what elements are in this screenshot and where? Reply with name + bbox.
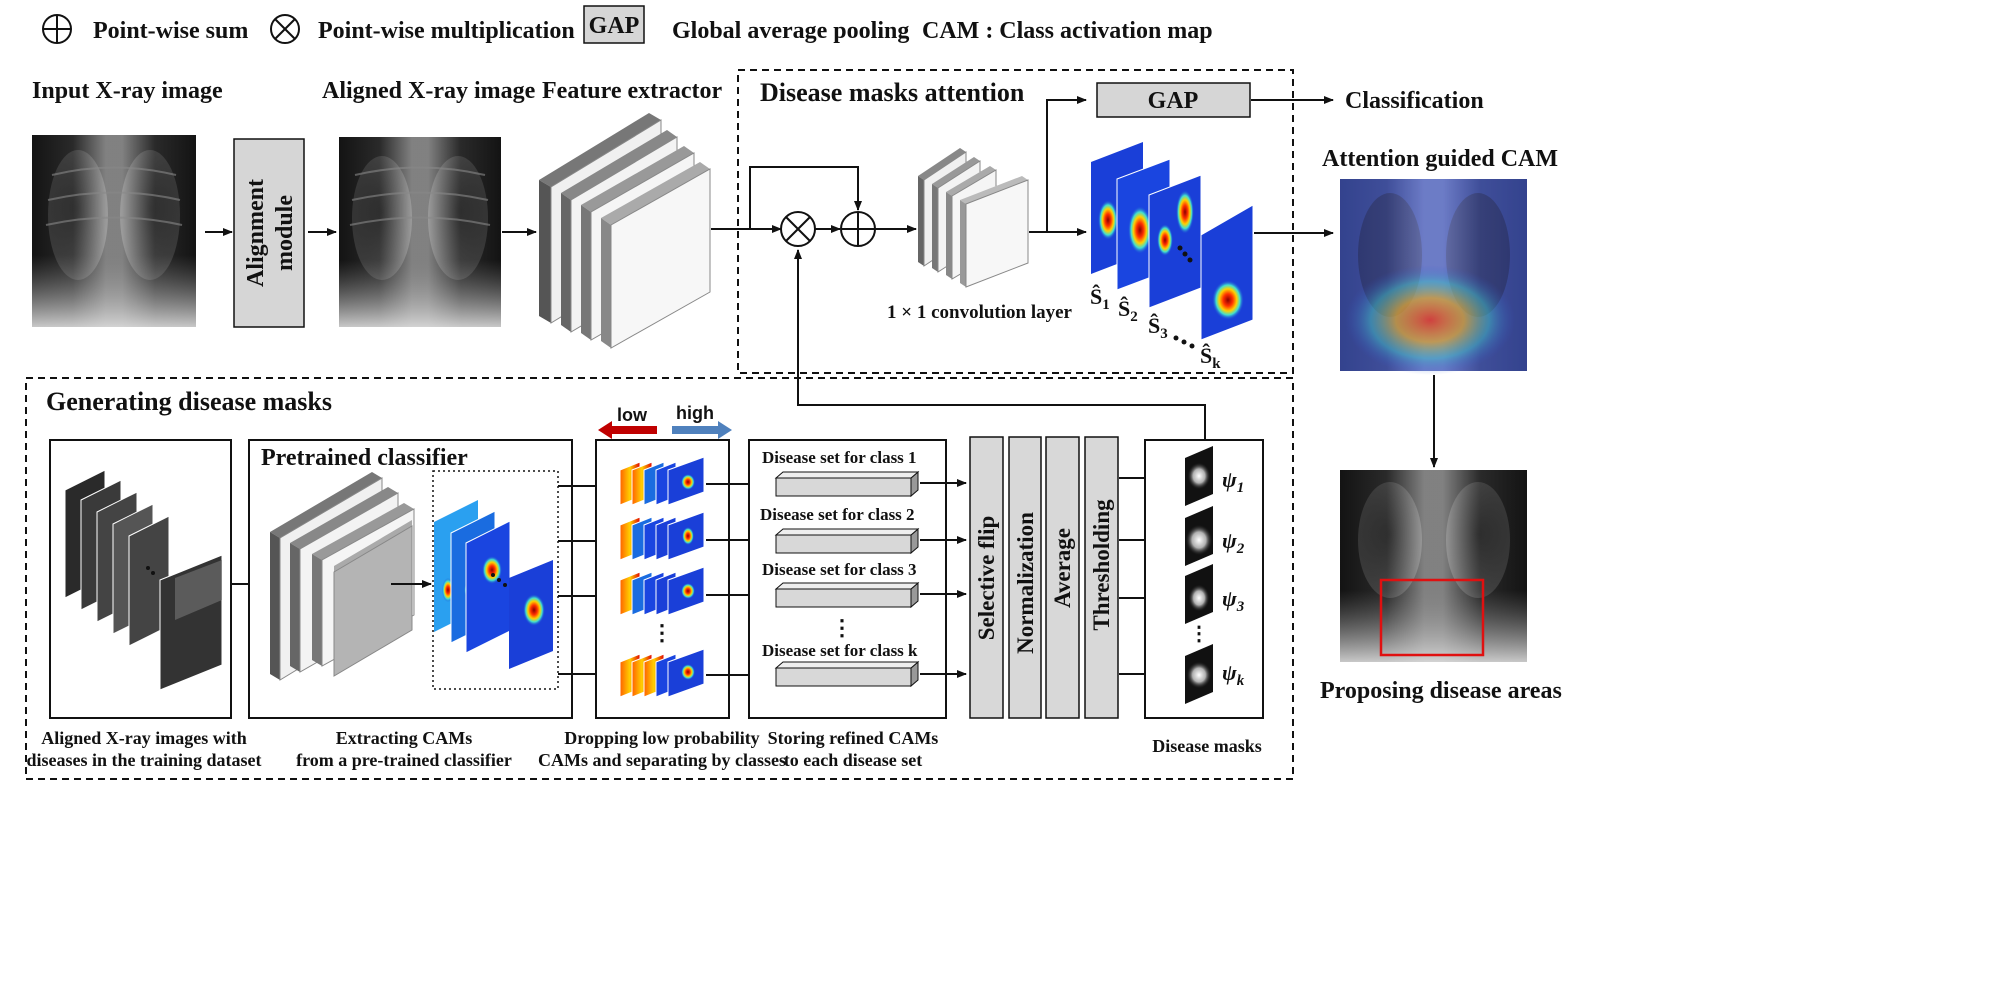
low-label: low (617, 405, 648, 425)
alignment-module: Alignment module (233, 138, 305, 328)
psi3-label: ψ3 (1222, 586, 1245, 615)
conv-layer-label: 1 × 1 convolution layer (887, 302, 1073, 323)
caption-4-line-1: Storing refined CAMs (768, 728, 939, 748)
disease-set-k-label: Disease set for class k (762, 641, 918, 660)
input-xray-image (32, 135, 196, 327)
legend-mult-label: Point-wise multiplication (318, 18, 575, 44)
caption-1-line-1: Aligned X-ray images with (41, 728, 247, 748)
cam-row-k (619, 648, 705, 698)
caption-5: Disease masks (1152, 736, 1262, 756)
svg-text:Thresholding: Thresholding (1089, 499, 1114, 631)
classifier-layers (270, 472, 415, 681)
point-wise-multiplication-icon (270, 14, 300, 44)
caption-3-line-1: Dropping low probability (564, 728, 759, 748)
legend-cam-label: CAM : Class activation map (922, 18, 1213, 44)
attention-maps (1091, 142, 1254, 341)
extracted-cams (434, 500, 553, 669)
psi1-label: ψ1 (1222, 467, 1244, 496)
disease-roi-box (1379, 578, 1485, 657)
disease-masks (1185, 446, 1213, 704)
cam-row-1 (619, 456, 705, 506)
thresholding-block: Thresholding (1084, 436, 1119, 719)
normalization-block: Normalization (1008, 436, 1042, 719)
legend: Point-wise sum Point-wise multiplication… (42, 5, 1213, 44)
conv-1x1-layers (918, 148, 1029, 288)
cam-row-3 (619, 566, 705, 616)
caption-2-line-1: Extracting CAMs (336, 728, 472, 748)
svg-text:⋮: ⋮ (1189, 623, 1209, 645)
legend-sum-label: Point-wise sum (93, 18, 248, 44)
attention-box (737, 69, 1294, 374)
svg-text:Normalization: Normalization (1013, 512, 1038, 654)
aligned-xray-title: Aligned X-ray image (322, 78, 536, 104)
proposed-areas-image (1340, 470, 1527, 662)
pretrained-title: Pretrained classifier (261, 445, 468, 471)
caption-1-line-2: diseases in the training dataset (26, 750, 261, 770)
s2-label: Ŝ2 (1118, 296, 1138, 325)
low-arrow (598, 421, 657, 439)
selective-flip-block: Selective flip (969, 436, 1004, 719)
svg-text:⋮: ⋮ (651, 620, 673, 645)
point-wise-sum-icon (42, 14, 72, 44)
sk-label: Ŝk (1200, 343, 1221, 372)
disease-set-bars (774, 470, 920, 688)
svg-text:⋮: ⋮ (831, 615, 853, 640)
gap-block-label: GAP (1148, 88, 1199, 114)
legend-gap-label: Global average pooling (672, 18, 909, 44)
psi2-label: ψ2 (1222, 528, 1245, 557)
s3-label: Ŝ3 (1148, 313, 1168, 342)
legend-gap-box (583, 5, 645, 44)
training-image-stack (64, 469, 223, 691)
average-block: Average (1045, 436, 1080, 719)
input-xray-title: Input X-ray image (32, 78, 223, 104)
caption-4-line-2: to each disease set (784, 750, 922, 770)
svg-text:Selective flip: Selective flip (974, 516, 999, 641)
cam-row-2 (619, 511, 705, 561)
caption-3-line-2: CAMs and separating by classes (538, 750, 786, 770)
multiply-icon (780, 211, 816, 247)
generating-box (25, 377, 1294, 780)
feature-extractor-title: Feature extractor (542, 78, 722, 104)
gap-block (1096, 82, 1251, 118)
alignment-label-1: Alignment (243, 179, 269, 287)
attention-guided-cam-image (1340, 179, 1527, 375)
alignment-label-2: module (272, 195, 298, 271)
disease-set-3-label: Disease set for class 3 (762, 560, 917, 579)
attention-title: Disease masks attention (760, 78, 1025, 107)
aligned-xray-image (339, 137, 501, 327)
proposing-label: Proposing disease areas (1320, 678, 1562, 704)
feature-extractor-layers (539, 113, 711, 349)
caption-2-line-2: from a pre-trained classifier (296, 750, 512, 770)
psik-label: ψk (1222, 660, 1245, 689)
legend-gap-box-label: GAP (589, 13, 640, 39)
classification-label: Classification (1345, 88, 1484, 114)
high-label: high (676, 403, 714, 423)
attention-cam-title: Attention guided CAM (1322, 146, 1558, 172)
disease-set-1-label: Disease set for class 1 (762, 448, 917, 467)
cam-dotted-box (432, 470, 559, 690)
sum-icon (840, 211, 876, 247)
svg-text:Average: Average (1050, 528, 1075, 608)
disease-set-2-label: Disease set for class 2 (760, 505, 915, 524)
s1-label: Ŝ1 (1090, 284, 1110, 313)
generating-title: Generating disease masks (46, 387, 332, 416)
high-arrow (672, 421, 732, 439)
